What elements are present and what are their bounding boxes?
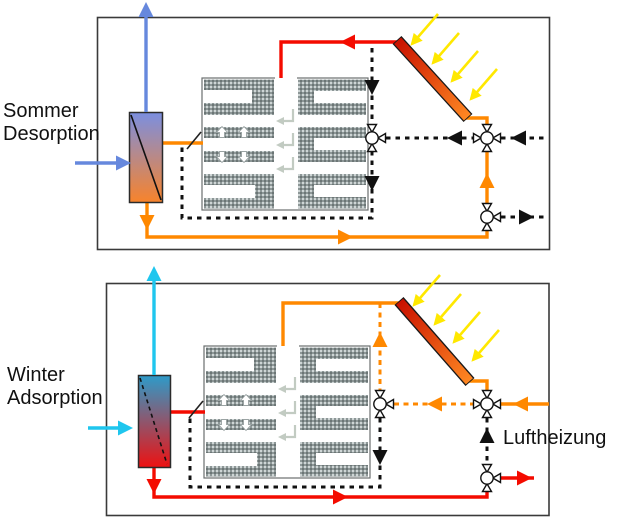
flow-arrow [364,176,380,191]
duct-dashed [180,147,374,220]
flow-arrow [519,209,534,225]
flow-arrow [479,428,495,443]
flow-arrow [116,155,131,171]
damper-tick-icon [186,131,202,150]
flow-arrow [372,332,388,347]
flow-arrow [118,420,133,436]
flow-arrow [517,470,532,486]
winter-mode-label: Winter Adsorption [7,364,103,410]
duct-dashed [188,417,382,489]
summer-diagram [75,2,551,251]
flow-arrow [338,229,353,245]
solar-collector [392,35,473,123]
flow-arrow [427,396,442,412]
collector-feed-pipe [466,116,489,126]
warm-air-pipe [281,301,403,346]
flow-arrow [372,450,388,465]
damper-tick-icon [188,400,204,419]
summer-mode-line1: Sommer [3,100,79,122]
flow-arrow [146,266,162,281]
sorption-matrix-winter [202,343,372,480]
flow-arrow [340,34,355,50]
heat-exchanger-box-summer [128,111,164,204]
collector-feed-pipe [466,379,489,392]
flow-arrow [447,130,462,146]
summer-mode-label: Sommer Desorption [3,100,100,146]
flow-arrow [138,2,154,17]
flow-arrow [511,130,526,146]
air-heating-label: Luftheizung [503,427,607,449]
sun-rays-icon [412,274,500,362]
solar-collector [394,297,475,386]
sorption-matrix-summer [200,75,370,212]
flow-arrow [364,80,380,95]
sun-rays-icon [410,13,498,101]
hot-air-pipe [279,40,397,78]
winter-diagram [88,266,550,517]
summer-mode-line2: Desorption [3,123,100,145]
flow-arrow [513,396,528,412]
heat-exchanger-box-winter [137,374,172,469]
flow-arrow [146,479,162,494]
winter-mode-line2: Adsorption [7,387,103,409]
flow-arrow [333,489,348,505]
flow-arrow [139,215,155,230]
flow-arrow [479,173,495,188]
winter-mode-line1: Winter [7,364,65,386]
